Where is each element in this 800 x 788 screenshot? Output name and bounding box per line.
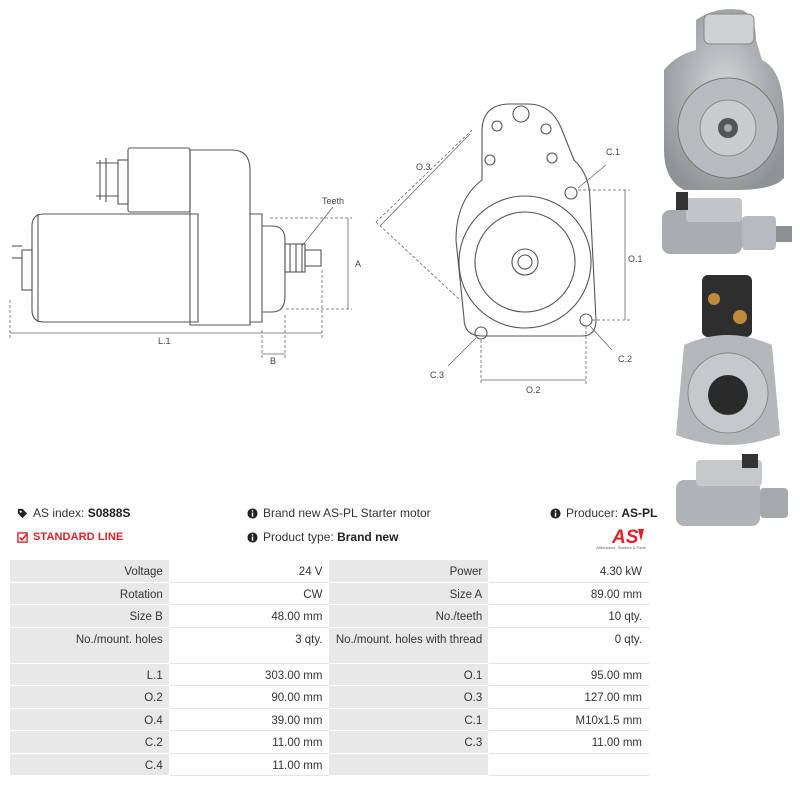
photo-side-view: [662, 192, 792, 254]
as-pl-logo: AS: [611, 527, 644, 548]
spec-key: Size B: [9, 604, 170, 628]
photo-rear-view: [676, 275, 780, 445]
spec-value: 90.00 mm: [168, 685, 330, 709]
spec-key: C.1: [328, 707, 490, 731]
spec-key: Power: [328, 559, 490, 583]
logo-text: AS: [611, 527, 639, 548]
table-row: O.2 90.00 mm O.3 127.00 mm: [9, 685, 649, 709]
spec-key: No./teeth: [328, 604, 490, 628]
spec-key: [328, 752, 490, 776]
checkbox-checked-icon: [17, 531, 28, 543]
table-row: O.4 39.00 mm C.1 M10x1.5 mm: [9, 707, 649, 731]
spec-key: O.2: [9, 685, 170, 709]
spec-key: No./mount. holes with thread: [328, 626, 490, 664]
spec-value: 11.00 mm: [488, 730, 649, 754]
label-o1: O.1: [628, 254, 643, 264]
label-a: A: [355, 259, 361, 269]
spec-value: 127.00 mm: [488, 685, 649, 709]
drawing-svg: Teeth A B L.1: [9, 103, 643, 395]
spec-key: O.3: [328, 685, 490, 709]
label-c3: C.3: [430, 370, 444, 380]
as-index: AS index: S0888S: [17, 505, 130, 521]
info-icon: [247, 531, 258, 543]
spec-value: 24 V: [168, 559, 330, 583]
photo-front-view: [664, 9, 784, 190]
info-icon: [247, 507, 258, 519]
spec-key: Rotation: [9, 581, 170, 605]
spec-key: C.2: [9, 730, 170, 754]
spec-value: 10 qty.: [488, 604, 649, 628]
spec-key: C.4: [9, 752, 170, 776]
spec-value: 0 qty.: [488, 626, 649, 664]
tag-icon: [17, 508, 28, 518]
as-index-value: S0888S: [87, 506, 131, 520]
table-row: L.1 303.00 mm O.1 95.00 mm: [9, 662, 649, 686]
table-row: Size B 48.00 mm No./teeth 10 qty.: [9, 604, 649, 628]
description-text: Brand new AS-PL Starter motor: [263, 506, 431, 520]
spec-value: 303.00 mm: [168, 662, 330, 686]
spec-key: L.1: [9, 662, 170, 686]
spec-key: O.1: [328, 662, 490, 686]
spec-key: C.3: [328, 730, 490, 754]
product-type: Product type: Brand new: [247, 529, 398, 545]
producer-label: Producer:: [566, 506, 619, 520]
spec-key: O.4: [9, 707, 170, 731]
logo-subtext: Alternators, Starters & Parts: [596, 545, 646, 550]
label-b: B: [270, 356, 276, 366]
label-c2: C.2: [618, 354, 632, 364]
producer-value: AS-PL: [621, 506, 658, 520]
side-view: [9, 147, 352, 358]
spec-value: 11.00 mm: [168, 730, 330, 754]
spec-value: 39.00 mm: [168, 707, 330, 731]
label-o2: O.2: [526, 385, 541, 395]
spec-key: Voltage: [9, 559, 170, 583]
as-index-label: AS index:: [33, 506, 85, 520]
table-row: C.2 11.00 mm C.3 11.00 mm: [9, 730, 649, 754]
spec-value: 95.00 mm: [488, 662, 649, 686]
spec-key: Size A: [328, 581, 490, 605]
spec-value: CW: [168, 581, 330, 605]
label-teeth: Teeth: [322, 196, 344, 206]
description: Brand new AS-PL Starter motor: [247, 505, 431, 521]
product-type-value: Brand new: [337, 530, 399, 544]
label-c1: C.1: [606, 147, 620, 157]
table-row: No./mount. holes 3 qty. No./mount. holes…: [9, 626, 649, 664]
standard-line-label: STANDARD LINE: [33, 531, 124, 543]
technical-drawing: Teeth A B L.1: [0, 0, 655, 395]
label-l1: L.1: [158, 336, 171, 346]
front-view: [375, 103, 630, 384]
table-row: Voltage 24 V Power 4.30 kW: [9, 559, 649, 583]
producer: Producer: AS-PL: [550, 505, 657, 521]
spec-value: [488, 752, 649, 776]
spec-value: 89.00 mm: [488, 581, 649, 605]
spec-value: 48.00 mm: [168, 604, 330, 628]
standard-line: STANDARD LINE: [17, 529, 123, 545]
spec-value: 4.30 kW: [488, 559, 649, 583]
table-row: C.4 11.00 mm: [9, 752, 649, 776]
spec-table: Voltage 24 V Power 4.30 kW Rotation CW S…: [9, 559, 649, 776]
spec-value: M10x1.5 mm: [488, 707, 649, 731]
label-o3: O.3: [416, 162, 431, 172]
spec-value: 11.00 mm: [168, 752, 330, 776]
product-photos: [656, 0, 800, 540]
table-row: Rotation CW Size A 89.00 mm: [9, 581, 649, 605]
photo-top-view: [676, 454, 788, 526]
product-type-label: Product type:: [263, 530, 334, 544]
spec-value: 3 qty.: [168, 626, 330, 664]
info-icon: [550, 507, 561, 519]
spec-key: No./mount. holes: [9, 626, 170, 664]
